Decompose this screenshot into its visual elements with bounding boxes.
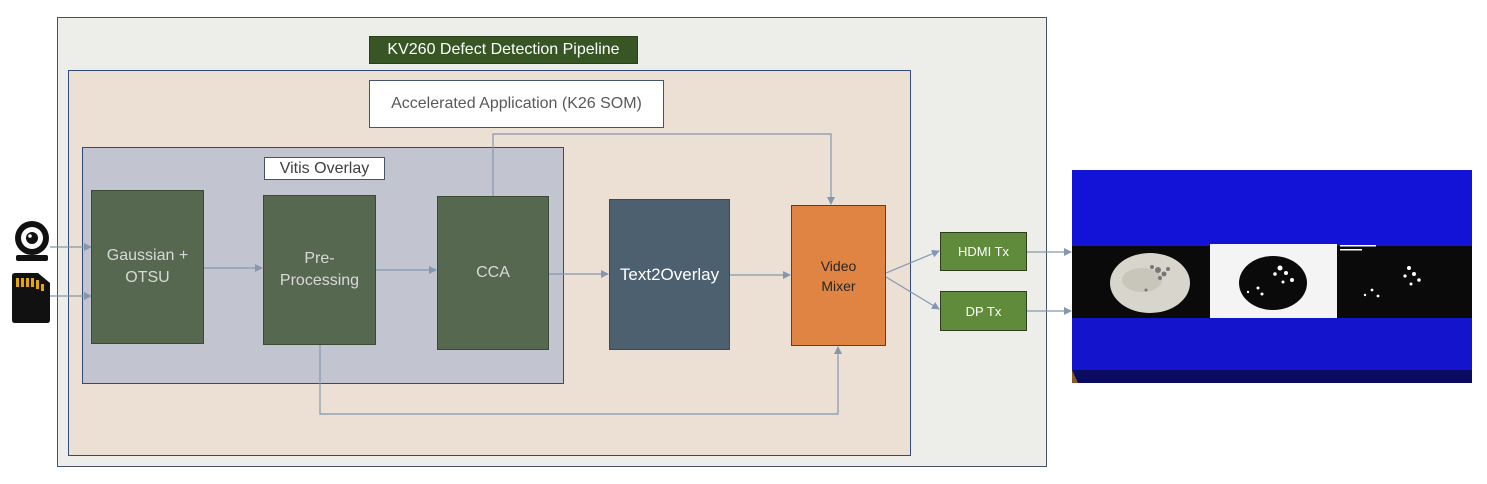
arrow-mixer-to-dp (885, 276, 940, 310)
hdmi-tx-block: HDMI Tx (940, 232, 1027, 271)
vitis-overlay-label: Vitis Overlay (264, 157, 385, 180)
dp-tx-block: DP Tx (940, 291, 1027, 331)
video-mixer-block: Video Mixer (791, 205, 886, 346)
cca-block: CCA (437, 196, 549, 350)
video-mixer-line2: Mixer (821, 277, 856, 294)
display-output-photo (1072, 170, 1472, 383)
video-mixer-line1: Video (820, 257, 857, 274)
preprocessing-line2: Processing (279, 272, 360, 289)
arrow-pre-to-mixer-bottom (319, 345, 842, 415)
text2overlay-block: Text2Overlay (609, 199, 730, 350)
gaussian-otsu-line1: Gaussian + (106, 247, 189, 264)
sd-card-icon (12, 273, 50, 323)
gaussian-otsu-line2: OTSU (125, 269, 170, 286)
arrow-mixer-to-hdmi (885, 249, 940, 274)
preprocessing-block: Pre- Processing (263, 195, 376, 345)
pipeline-title: KV260 Defect Detection Pipeline (369, 36, 638, 64)
arrow-cca-to-mixer-top (492, 133, 835, 205)
preprocessing-line1: Pre- (304, 250, 335, 267)
gaussian-otsu-block: Gaussian + OTSU (91, 190, 204, 344)
accelerated-application-label: Accelerated Application (K26 SOM) (369, 80, 664, 128)
webcam-icon (15, 221, 49, 261)
display-output-image (1072, 170, 1472, 383)
